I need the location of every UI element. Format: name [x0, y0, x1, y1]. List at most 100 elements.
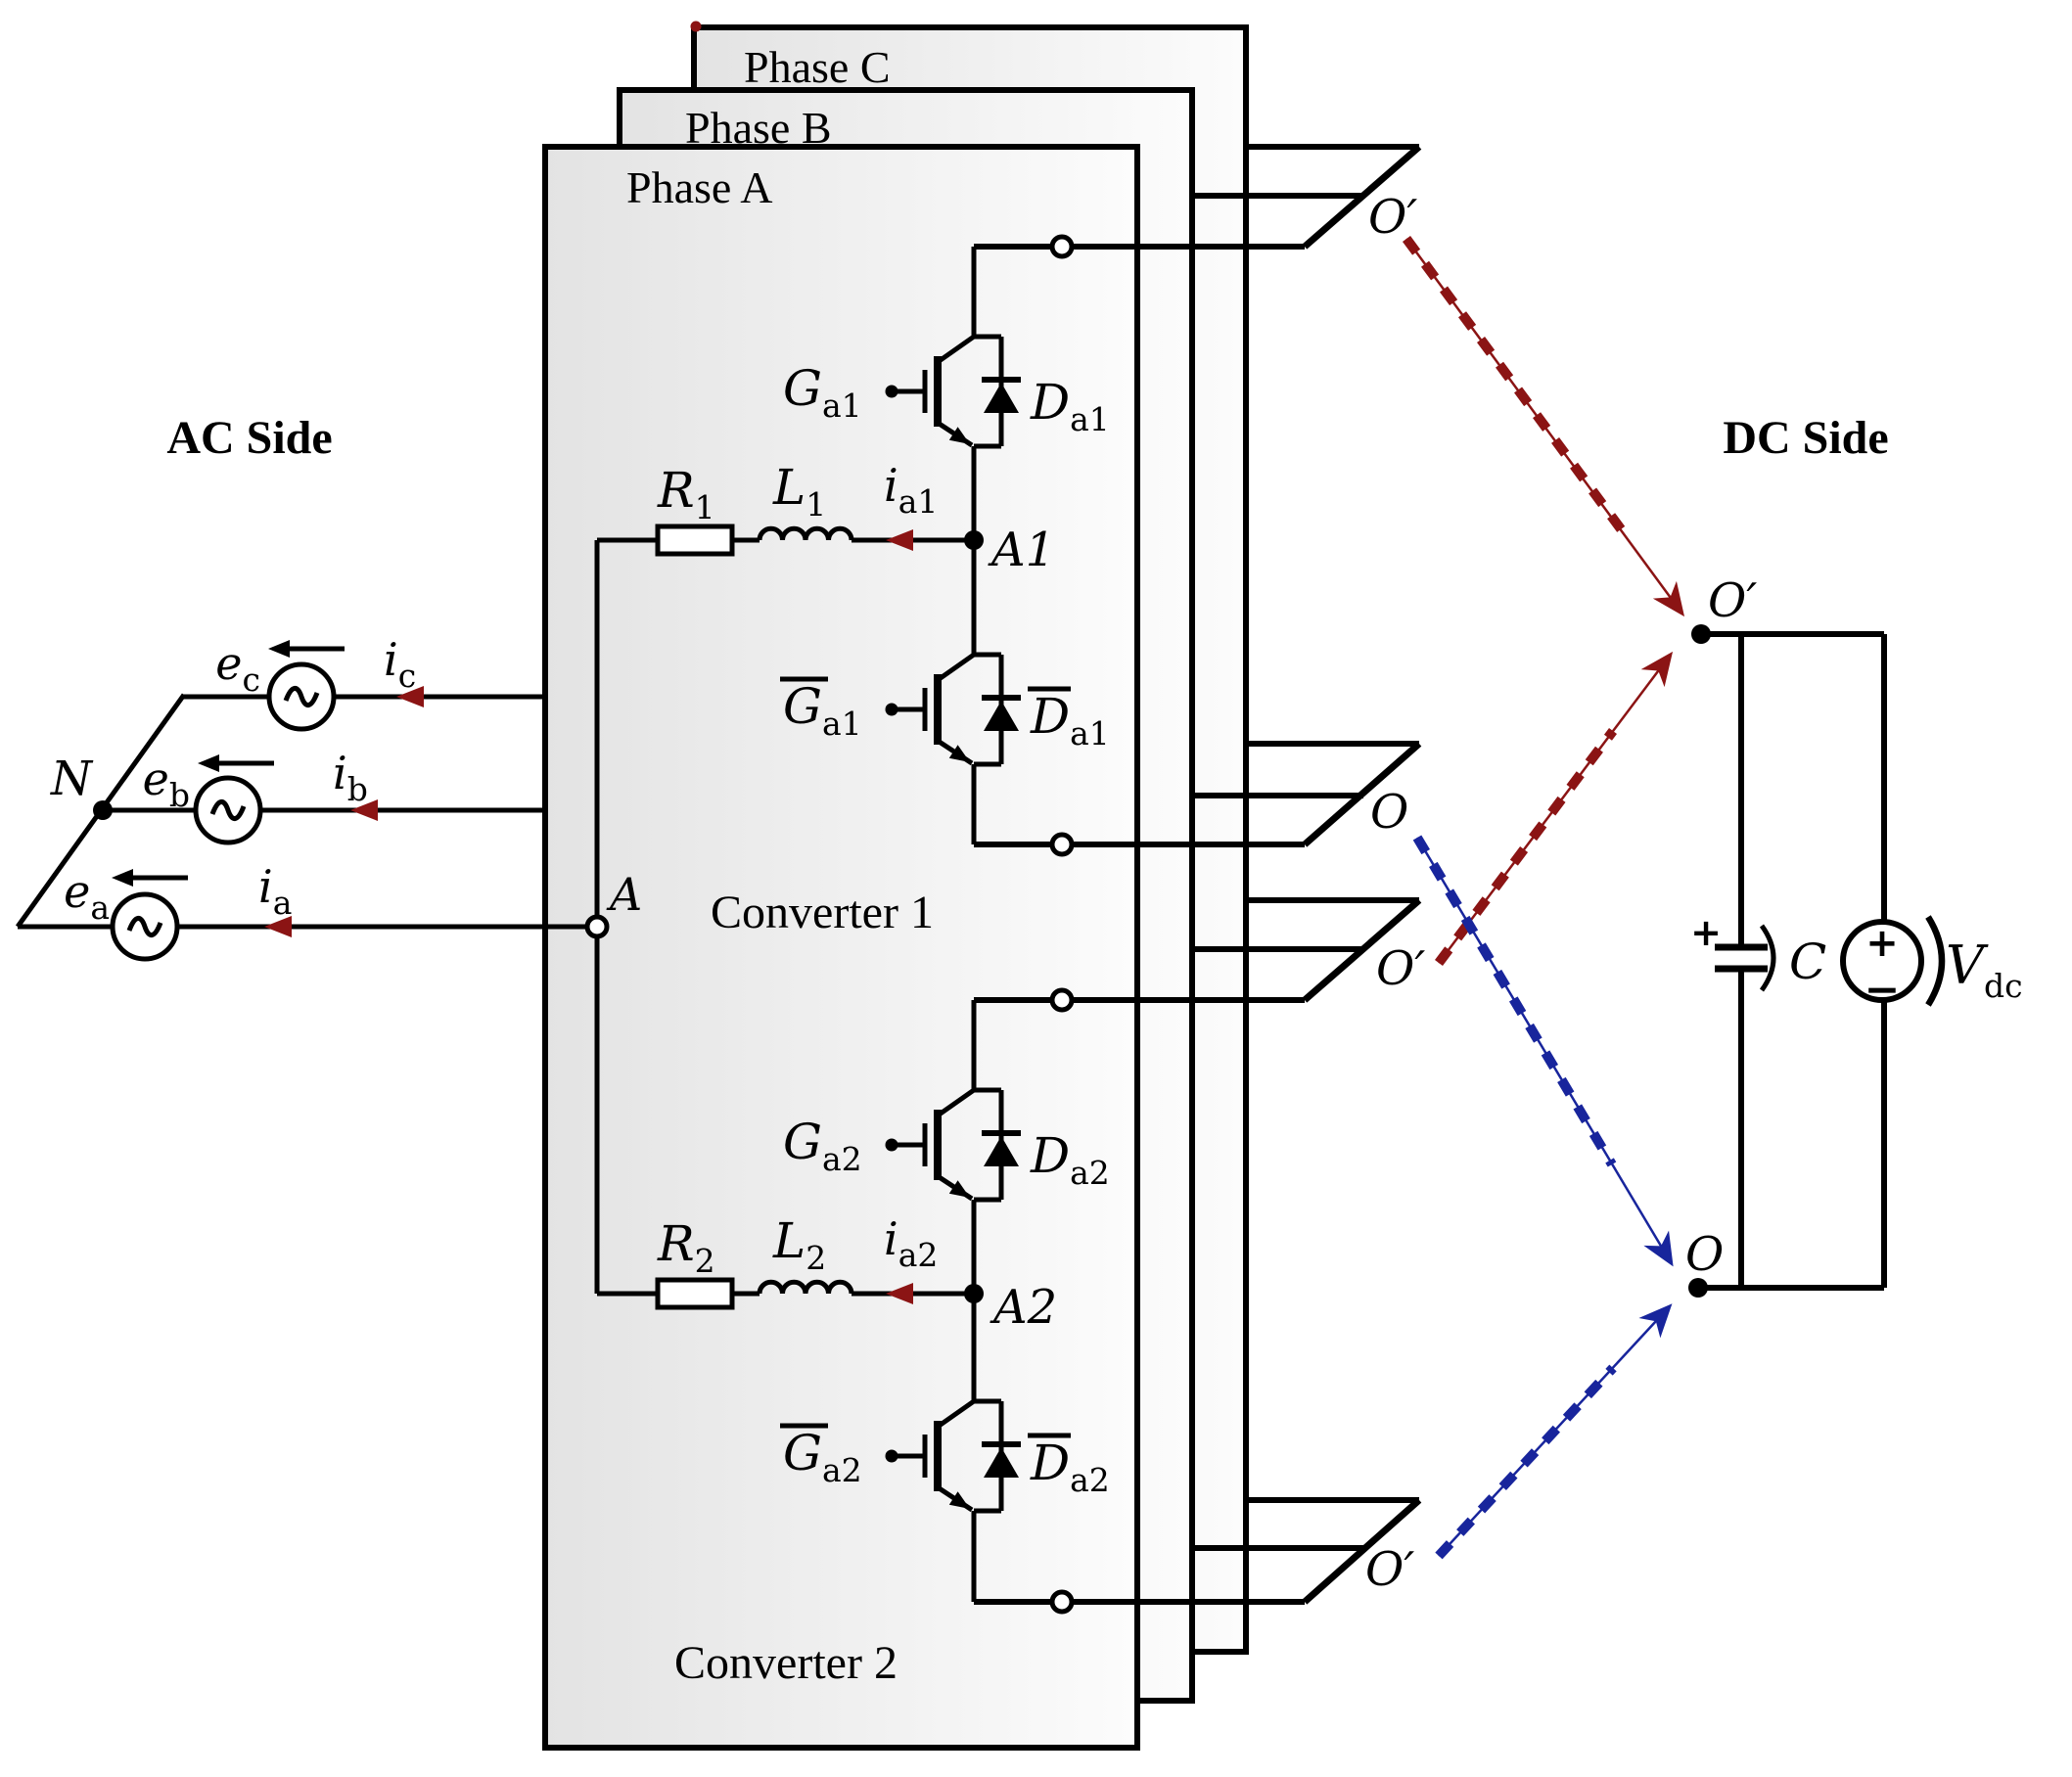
sine-icon	[126, 916, 163, 937]
inductor-l1	[757, 525, 854, 541]
da2-bar-label: Da2	[1030, 1435, 1110, 1499]
converter-2-label: Converter 2	[674, 1637, 898, 1689]
bus-diagonal	[1302, 1497, 1422, 1605]
vdc-plus-sign: +	[1865, 921, 1899, 966]
phase-boxes: Phase C Phase B Phase A	[542, 21, 1249, 1751]
eb-label: eb	[143, 752, 190, 814]
sine-icon	[283, 686, 320, 707]
phase-a-internals: A R1 L1 ia1 A1 R2 L2 ia2 A2	[584, 247, 1110, 1689]
neutral-node-dot	[93, 800, 113, 820]
bus-rails: O′ O O′ O′	[974, 144, 1425, 1615]
ia1-label: ia1	[884, 459, 938, 521]
ia1-current-arrow-icon	[886, 529, 913, 551]
node-a-label: A	[606, 868, 642, 921]
polarity-arrowhead-icon	[268, 640, 290, 658]
converter1-top-terminal	[1049, 234, 1075, 259]
phase-c-corner-dot	[690, 21, 702, 32]
da1-bar-label: Da1	[1030, 688, 1110, 752]
arrow-line	[1415, 837, 1674, 1267]
dc-side: DC Side O′ O + C + − Vdc	[1685, 412, 2023, 1298]
dc-bus-wires	[1698, 631, 1887, 1291]
arrow-line	[1404, 238, 1685, 617]
node-a-terminal	[584, 914, 610, 939]
vdc-label: Vdc	[1946, 934, 2023, 1005]
r2-label: R2	[657, 1215, 715, 1280]
bus-p3-label: O′	[1376, 941, 1425, 996]
converter-1-label: Converter 1	[711, 887, 934, 938]
resistor-r2	[655, 1277, 735, 1310]
dc-o-prime-label: O′	[1708, 573, 1757, 628]
dc-side-title: DC Side	[1723, 412, 1888, 464]
resistor-r1	[655, 524, 735, 557]
ea-label: ea	[64, 865, 110, 927]
voltage-source-eb: eb ib	[143, 747, 378, 845]
l2-label: L2	[772, 1212, 826, 1277]
bus-diagonal	[1302, 741, 1422, 847]
phase-a-box	[542, 144, 1140, 1751]
dc-o-prime-node-dot	[1691, 624, 1711, 644]
converter1-bottom-terminal	[1049, 832, 1075, 857]
phase-a-label: Phase A	[626, 162, 773, 212]
brace-icon	[1925, 915, 1946, 1007]
ia2-label: ia2	[884, 1212, 938, 1274]
arrow-line	[1438, 1303, 1673, 1557]
da1-label: Da1	[1030, 374, 1110, 438]
voltage-source-ea: ea ia	[64, 860, 292, 962]
capacitor-plus-sign: +	[1690, 911, 1722, 954]
neutral-label: N	[50, 752, 94, 806]
dc-o-label: O	[1685, 1227, 1724, 1282]
bus-diagonal	[1302, 144, 1422, 250]
polarity-arrowhead-icon	[112, 869, 133, 887]
red-link-p3-to-dc	[1435, 651, 1674, 967]
vdc-minus-sign: −	[1865, 965, 1901, 1015]
dashed-links	[1402, 236, 1685, 1560]
converter2-top-terminal	[1049, 987, 1075, 1013]
converter2-bottom-terminal	[1049, 1589, 1075, 1615]
node-a2-label: A2	[990, 1280, 1057, 1335]
bus-p1: O′	[974, 144, 1422, 259]
ga2-label: Ga2	[783, 1114, 862, 1178]
bus-p4: O′	[974, 1497, 1422, 1615]
bus-p4-label: O′	[1365, 1542, 1414, 1597]
ga1-bar-label: Ga1	[783, 678, 862, 743]
converter-2: Ga2 Da2 Ga2 Da2 Converter 2	[674, 1000, 1110, 1689]
phase-c-label: Phase C	[744, 42, 891, 92]
blue-link-p4-to-dc	[1435, 1303, 1673, 1560]
l1-label: L1	[772, 459, 826, 524]
bus-p2-label: O	[1370, 785, 1408, 840]
brace-icon	[1759, 924, 1776, 992]
blue-link-p2-to-dc	[1412, 835, 1674, 1267]
dc-source-circle	[1840, 919, 1924, 1003]
ic-current-arrow-icon	[396, 686, 424, 707]
da2-label: Da2	[1030, 1127, 1110, 1192]
ec-label: ec	[215, 637, 260, 699]
bus-p2: O	[974, 741, 1422, 857]
ga1-label: Ga1	[783, 360, 862, 425]
ia-current-arrow-icon	[264, 916, 292, 937]
bus-p1-label: O′	[1368, 190, 1417, 245]
inductor-l2	[757, 1279, 854, 1295]
ga2-bar-label: Ga2	[783, 1425, 862, 1489]
rl-branch-1: R1 L1 ia1 A1	[597, 459, 1055, 577]
ac-side-title: AC Side	[166, 412, 332, 464]
arrow-line	[1438, 651, 1674, 964]
rl-branch-2: R2 L2 ia2 A2	[597, 1212, 1057, 1335]
ib-label: ib	[333, 747, 368, 808]
red-link-p1-to-dc	[1402, 236, 1685, 617]
ia2-current-arrow-icon	[886, 1283, 913, 1304]
capacitor-label: C	[1789, 934, 1826, 990]
polarity-arrowhead-icon	[198, 754, 219, 772]
ic-label: ic	[384, 633, 416, 695]
ib-current-arrow-icon	[350, 799, 378, 821]
ac-side: AC Side ec ic eb ib	[15, 412, 597, 962]
bus-diagonal	[1302, 897, 1422, 1003]
node-a1-label: A1	[988, 523, 1055, 577]
voltage-source-ec: ec ic	[215, 633, 424, 732]
converter-1: Ga1 Da1 Ga1 Da1 Converter 1	[711, 247, 1110, 938]
dc-capacitor: + C	[1690, 911, 1826, 992]
dc-voltage-source: + − Vdc	[1840, 915, 2023, 1015]
bus-p3: O′	[974, 897, 1425, 1013]
sine-icon	[209, 799, 247, 821]
